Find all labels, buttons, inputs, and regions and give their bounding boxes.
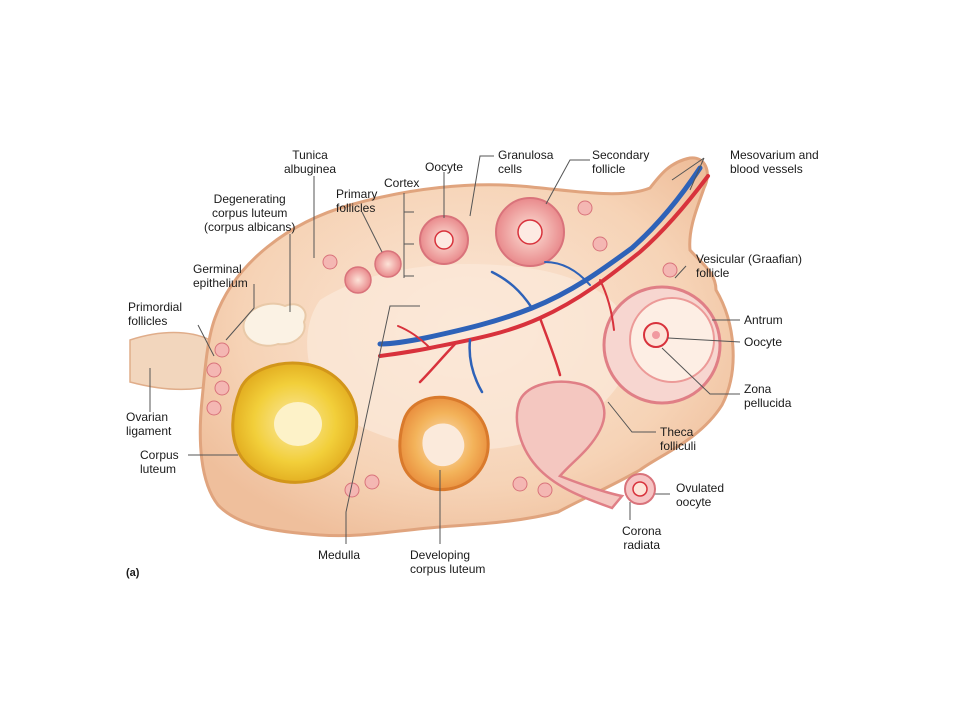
leader-lines xyxy=(149,155,741,544)
corpus-luteum-core xyxy=(274,402,322,446)
corpus-albicans xyxy=(242,302,307,347)
secondary-follicle-oocyte xyxy=(517,219,543,245)
primordial-follicle xyxy=(206,400,222,416)
ovulated-oocyte xyxy=(632,481,648,497)
primordial-follicle xyxy=(322,254,338,270)
label-oocyte-top: Oocyte xyxy=(425,160,464,174)
primary-follicle xyxy=(374,250,402,278)
ovarian-ligament-shape xyxy=(129,331,216,391)
primordial-follicle xyxy=(512,476,528,492)
primordial-follicle xyxy=(214,380,230,396)
label-antrum: Antrum xyxy=(744,313,783,327)
primordial-follicle xyxy=(214,342,230,358)
primordial-follicle xyxy=(537,482,553,498)
label-vesicular-follicle: Vesicular (Graafian)follicle xyxy=(696,252,803,280)
primordial-follicle xyxy=(364,474,380,490)
panel-letter: (a) xyxy=(126,567,140,579)
primordial-follicle xyxy=(592,236,608,252)
ruptured-follicle xyxy=(515,380,625,510)
antrum xyxy=(629,297,715,383)
graafian-oocyte-nucleus xyxy=(652,331,660,339)
label-medulla: Medulla xyxy=(318,548,361,562)
primordial-follicle xyxy=(662,262,678,278)
granulosa-follicle-oocyte xyxy=(434,230,454,250)
primary-follicle xyxy=(344,266,372,294)
label-oocyte-right: Oocyte xyxy=(744,335,783,349)
label-cortex: Cortex xyxy=(384,176,420,190)
primordial-follicle xyxy=(577,200,593,216)
primordial-follicle xyxy=(206,362,222,378)
blood-vessels xyxy=(377,165,710,394)
developing-corpus-luteum-core xyxy=(422,423,465,467)
